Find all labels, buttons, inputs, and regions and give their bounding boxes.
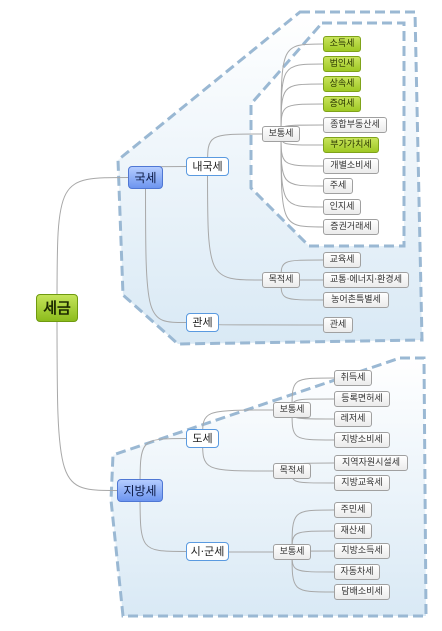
node-local-tax[interactable]: 지방세 — [117, 479, 163, 502]
node-national-ordinary[interactable]: 보통세 — [262, 126, 300, 142]
leaf-education-tax[interactable]: 교육세 — [323, 252, 361, 268]
node-province-tax[interactable]: 도세 — [186, 429, 219, 448]
node-customs-duty[interactable]: 관세 — [186, 313, 219, 332]
leaf-automobile-tax[interactable]: 자동차세 — [334, 564, 380, 580]
connector-root-node-tax-to-node-local-tax — [56, 307, 118, 491]
leaf-resident-tax[interactable]: 주민세 — [334, 502, 372, 518]
node-internal-tax[interactable]: 내국세 — [186, 157, 229, 176]
connector-node-city-ordinary-to-leaf-tobacco-consumption-tax — [291, 551, 335, 593]
leaf-securities-transaction-tax[interactable]: 증권거래세 — [323, 219, 379, 235]
connector-node-internal-tax-to-node-national-purpose — [207, 166, 263, 281]
leaf-local-consumption-tax[interactable]: 지방소비세 — [334, 432, 390, 448]
leaf-customs-duty[interactable]: 관세 — [323, 317, 353, 333]
ordinary-tax-hull — [249, 21, 406, 248]
connector-root-node-tax-to-node-national-tax — [56, 177, 129, 309]
leaf-rural-special-tax[interactable]: 농어촌특별세 — [323, 292, 389, 308]
leaf-individual-consumption-tax[interactable]: 개별소비세 — [323, 158, 379, 174]
node-national-tax[interactable]: 국세 — [128, 166, 163, 189]
leaf-gift-tax[interactable]: 증여세 — [323, 96, 361, 112]
leaf-comprehensive-real-estate-tax[interactable]: 종합부동산세 — [323, 117, 387, 133]
leaf-transport-energy-environment-tax[interactable]: 교통·에너지·환경세 — [323, 272, 409, 288]
leaf-local-education-tax[interactable]: 지방교육세 — [334, 475, 390, 491]
leaf-property-tax[interactable]: 재산세 — [334, 523, 372, 539]
connector-node-local-tax-to-node-city-county-tax — [139, 490, 187, 552]
node-province-ordinary[interactable]: 보통세 — [273, 402, 311, 418]
node-city-ordinary[interactable]: 보통세 — [273, 544, 311, 560]
leaf-regional-resource-facility-tax[interactable]: 지역자원시설세 — [334, 455, 408, 471]
connector-node-national-tax-to-node-customs-duty — [145, 177, 187, 323]
leaf-local-income-tax[interactable]: 지방소득세 — [334, 543, 390, 559]
leaf-tobacco-consumption-tax[interactable]: 담배소비세 — [334, 584, 390, 600]
root-node-tax[interactable]: 세금 — [36, 294, 78, 322]
leaf-income-tax[interactable]: 소득세 — [323, 36, 361, 52]
leaf-value-added-tax[interactable]: 부가가치세 — [323, 137, 379, 153]
leaf-registration-license-tax[interactable]: 등록면허세 — [334, 391, 390, 407]
leaf-inheritance-tax[interactable]: 상속세 — [323, 76, 361, 92]
node-province-purpose[interactable]: 목적세 — [273, 463, 311, 479]
node-city-county-tax[interactable]: 시·군세 — [186, 542, 229, 561]
node-national-purpose[interactable]: 목적세 — [262, 272, 300, 288]
leaf-liquor-tax[interactable]: 주세 — [323, 178, 353, 194]
leaf-stamp-tax[interactable]: 인지세 — [323, 199, 361, 215]
leaf-acquisition-tax[interactable]: 취득세 — [334, 370, 372, 386]
connector-node-national-ordinary-to-leaf-securities-transaction-tax — [280, 133, 324, 228]
leaf-leisure-tax[interactable]: 레저세 — [334, 411, 372, 427]
leaf-corporate-tax[interactable]: 법인세 — [323, 56, 361, 72]
connector-node-local-tax-to-node-province-tax — [139, 438, 187, 491]
